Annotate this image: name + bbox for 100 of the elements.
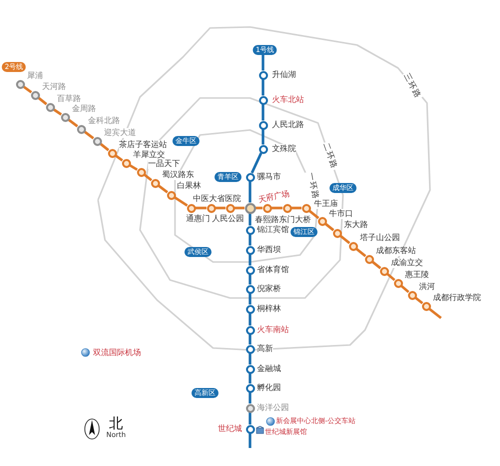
station-marker [348, 242, 358, 250]
station-marker [422, 302, 430, 310]
station-marker [76, 124, 86, 134]
station-label: 桐梓林 [257, 304, 281, 314]
station-label: 中医大省医院 [193, 194, 241, 204]
station-marker [186, 204, 196, 212]
station-label: 升仙湖 [272, 70, 296, 80]
track-segment [53, 108, 62, 116]
station-marker [122, 158, 130, 168]
track-segment [248, 354, 252, 364]
station-marker [92, 136, 102, 146]
station-marker [30, 90, 40, 100]
station-label: 塔子山公园 [360, 233, 400, 243]
track-segment [262, 104, 264, 120]
track-segment [372, 260, 382, 270]
track-segment [248, 234, 252, 246]
station-label: 人民公园 [212, 214, 244, 224]
track-segment [248, 254, 252, 266]
station-label: 羊犀立交 [133, 150, 165, 160]
station-marker [364, 254, 374, 264]
station-label: 骡马市 [257, 172, 281, 182]
track-segment [248, 334, 252, 344]
station-label: 通惠门 [186, 214, 210, 224]
station-marker [258, 120, 268, 130]
station-label: 蜀汉路东 [162, 170, 194, 180]
track-segment [38, 96, 48, 106]
station-label: 牛市口 [329, 209, 353, 219]
station-marker [282, 204, 292, 212]
track-segment [356, 248, 366, 258]
track-segment [324, 222, 334, 232]
station-label: 金科北路 [88, 116, 120, 126]
track-segment [158, 184, 168, 194]
track-segment [114, 154, 124, 162]
station-marker [258, 70, 268, 80]
station-marker [246, 284, 254, 294]
station-marker [380, 266, 388, 276]
station-marker [46, 102, 54, 112]
track-segment [68, 118, 78, 128]
track-segment [216, 206, 226, 210]
station-marker [246, 266, 254, 274]
track-segment [248, 214, 252, 226]
track-segment [248, 392, 252, 404]
station-label: 孵化园 [257, 383, 281, 393]
place-label: 双流国际机场 [93, 348, 141, 358]
station-label: 天府广场 [257, 188, 291, 206]
station-label: 百草路 [57, 94, 81, 104]
station-label: 牛王庙 [314, 199, 338, 209]
station-label: 犀浦 [27, 71, 43, 81]
station-label: 火车北站 [272, 95, 304, 105]
station-label: 成都东客站 [376, 246, 416, 256]
station-marker [246, 226, 254, 234]
station-marker [246, 246, 254, 254]
station-label: 东大路 [344, 220, 368, 230]
station-label: 省体育馆 [257, 265, 289, 275]
track-segment [386, 272, 396, 282]
station-label: 金融城 [257, 364, 281, 374]
station-label: 惠王陵 [405, 270, 429, 280]
station-marker [394, 278, 402, 288]
station-marker [408, 290, 416, 300]
track-segment [100, 142, 110, 152]
station-label: 茶店子客运站 [119, 140, 167, 150]
station-label: 锦江宾馆 [257, 225, 289, 235]
station-label: 白果林 [177, 181, 201, 191]
track-segment [248, 374, 252, 384]
station-marker [262, 204, 272, 212]
station-marker [246, 172, 254, 182]
station-label: 洪河 [419, 282, 435, 292]
track-segment [129, 164, 138, 171]
track-segment [250, 152, 262, 174]
track-segment [174, 196, 188, 207]
station-marker [150, 178, 160, 188]
station-marker [108, 148, 116, 158]
station-marker [166, 190, 176, 200]
station-label: 天河路 [42, 82, 66, 92]
station-marker [246, 424, 254, 434]
station-label: 春熙路 [255, 215, 279, 225]
station-marker [246, 364, 254, 374]
station-label: 金周路 [72, 104, 96, 114]
station-marker [318, 216, 326, 226]
station-marker [332, 228, 342, 238]
station-label: 海洋公园 [257, 403, 289, 413]
track-segment [196, 206, 206, 210]
station-label: 成都行政学院 [433, 293, 481, 303]
station-marker [246, 384, 254, 392]
station-marker [16, 80, 24, 88]
track-segment [248, 314, 252, 326]
station-label: 火车南站 [257, 325, 289, 335]
station-marker [258, 144, 268, 154]
track-segment [272, 206, 282, 210]
track-segment [248, 274, 252, 284]
track-segment [234, 206, 244, 210]
station-marker [302, 204, 310, 212]
station-marker [246, 304, 254, 314]
track-segment [262, 130, 264, 144]
station-marker [258, 96, 268, 104]
station-label: 高新 [257, 344, 273, 354]
station-label: 世纪城 [218, 424, 242, 434]
track-segment [308, 210, 320, 220]
track-segment [292, 206, 302, 210]
north-label: 北 [109, 417, 123, 431]
